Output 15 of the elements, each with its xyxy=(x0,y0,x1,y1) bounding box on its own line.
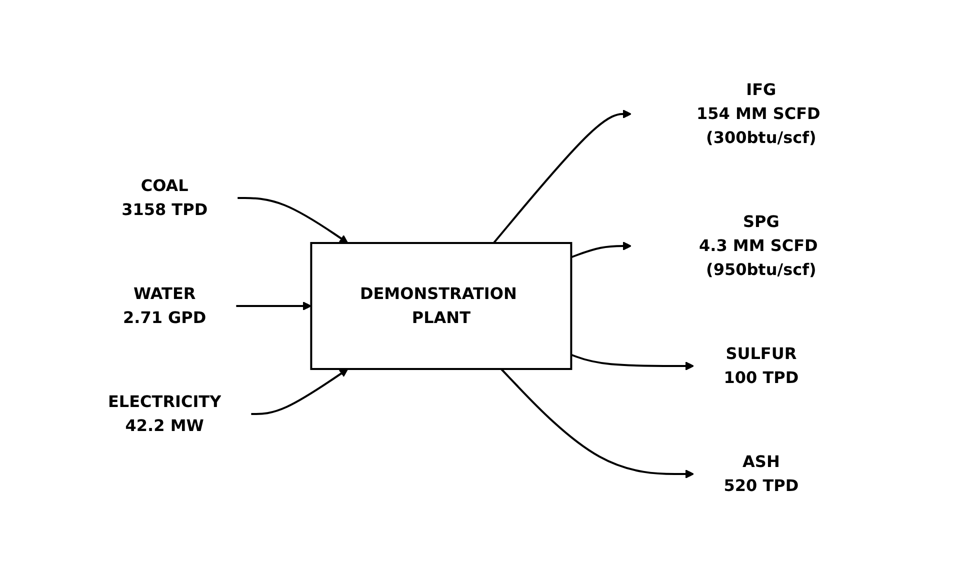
node-text: SULFUR 100 TPD xyxy=(724,344,799,387)
arrow xyxy=(492,110,632,244)
node-text: ELECTRICITY 42.2 MW xyxy=(108,392,222,435)
arrow xyxy=(570,354,694,370)
arrow xyxy=(500,368,694,478)
node-text: WATER 2.71 GPD xyxy=(122,284,206,327)
node-text: SPG 4.3 MM SCFD (950btu/scf) xyxy=(698,212,818,279)
node-box: DEMONSTRATION PLANT xyxy=(310,242,572,370)
arrow xyxy=(251,368,348,415)
arrow xyxy=(236,302,312,310)
arrow xyxy=(238,197,348,244)
node-text: COAL 3158 TPD xyxy=(121,176,208,219)
node-text: ASH 520 TPD xyxy=(724,452,799,495)
node-text: IFG 154 MM SCFD (300btu/scf) xyxy=(696,80,820,147)
arrow xyxy=(570,242,632,258)
